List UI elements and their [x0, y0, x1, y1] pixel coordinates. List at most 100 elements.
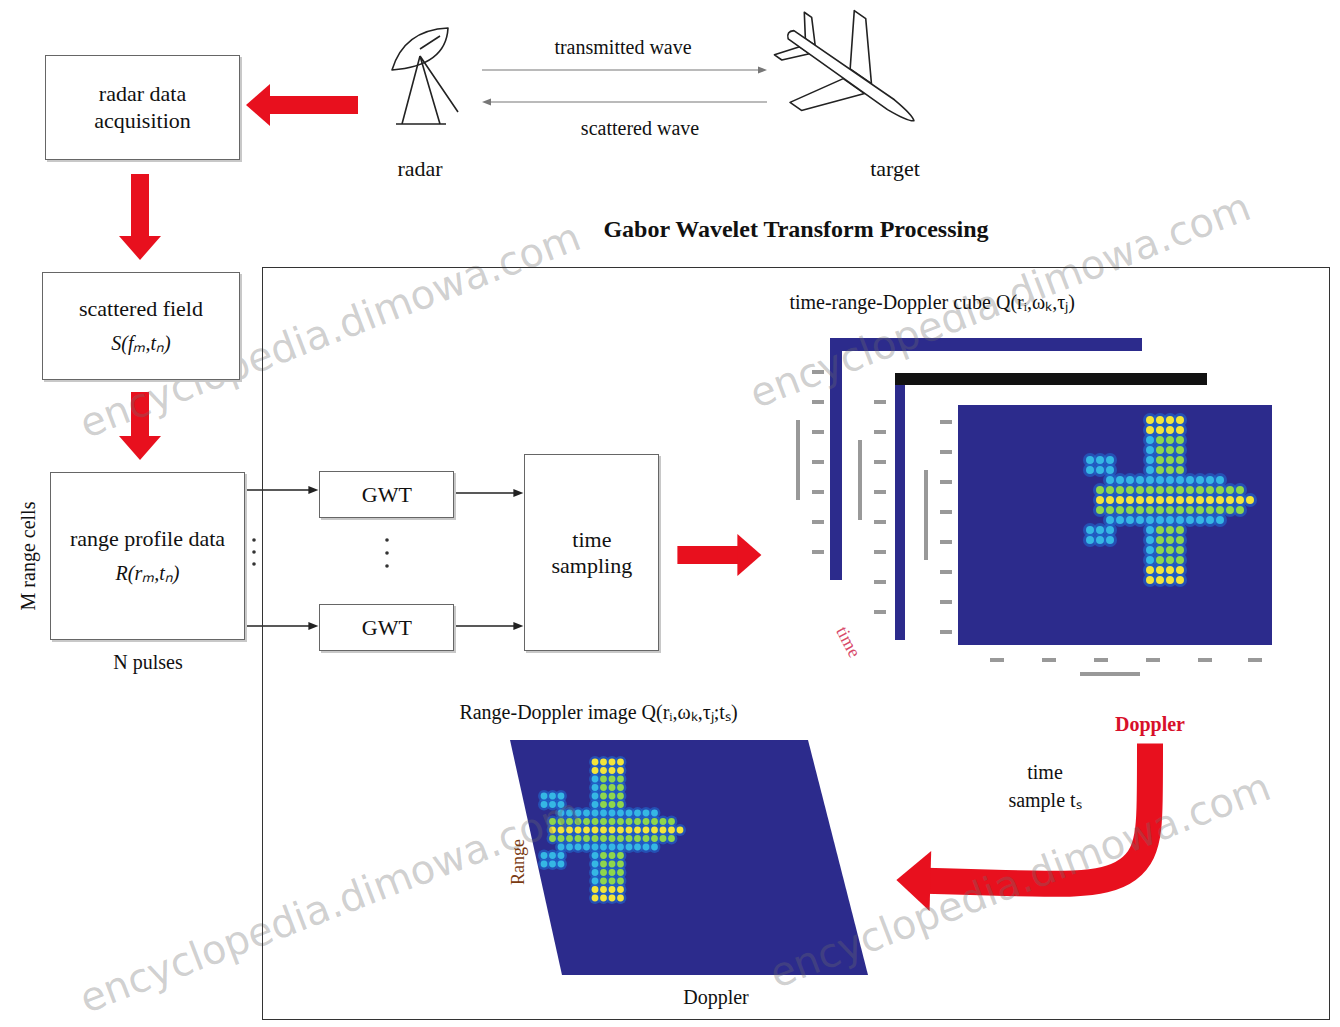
tick-mark — [1248, 658, 1262, 662]
image-dot — [617, 827, 624, 834]
image-dot — [1196, 516, 1204, 524]
image-dot — [1146, 486, 1154, 494]
image-dot — [549, 852, 556, 859]
image-dot — [1206, 496, 1214, 504]
box-label: GWT — [362, 615, 412, 641]
image-dot — [1086, 526, 1094, 534]
image-dot — [1206, 516, 1214, 524]
image-dot — [1096, 526, 1104, 534]
image-glow — [649, 841, 661, 853]
image-dot — [609, 793, 616, 800]
image-dot — [1176, 416, 1184, 424]
image-dot — [617, 784, 624, 791]
connector — [482, 67, 767, 74]
image-dot — [592, 835, 599, 842]
image-dot — [1156, 516, 1164, 524]
image-dot — [1126, 476, 1134, 484]
tick-mark — [1094, 658, 1108, 662]
image-dot — [617, 776, 624, 783]
image-dot — [1166, 506, 1174, 514]
image-dot — [1176, 536, 1184, 544]
image-dot — [626, 827, 633, 834]
image-dot — [1186, 496, 1194, 504]
formula-text: R(rₘ,tₙ) — [116, 559, 180, 586]
image-dot — [1166, 496, 1174, 504]
image-dot — [1136, 506, 1144, 514]
image-dot — [1146, 436, 1154, 444]
image-dot — [617, 793, 624, 800]
image-dot — [668, 835, 675, 842]
connector-line — [677, 546, 741, 564]
box-label: radar data acquisition — [56, 81, 229, 134]
axis-title-bar — [796, 420, 800, 500]
image-dot — [592, 886, 599, 893]
image-dot — [1096, 486, 1104, 494]
image-dot — [1166, 576, 1174, 584]
image-dot — [583, 835, 590, 842]
image-dot — [1176, 546, 1184, 554]
image-dot — [1176, 436, 1184, 444]
image-dot — [1096, 506, 1104, 514]
image-dot — [541, 861, 548, 868]
image-dot — [1146, 466, 1154, 474]
image-dot — [592, 844, 599, 851]
dot — [385, 564, 389, 568]
connector — [245, 622, 318, 630]
image-dot — [592, 895, 599, 902]
tick-mark — [990, 658, 1004, 662]
image-dot — [600, 784, 607, 791]
image-dot — [609, 784, 616, 791]
image-dot — [1186, 486, 1194, 494]
image-dot — [1166, 516, 1174, 524]
connector — [245, 486, 318, 494]
image-dot — [1206, 476, 1214, 484]
image-glow — [615, 892, 627, 904]
figure-panel: time-range-Doppler cube Q(rᵢ,ωₖ,τⱼ) — [779, 284, 1294, 741]
image-dot — [1156, 526, 1164, 534]
tick-mark — [874, 400, 886, 404]
image-dot — [1196, 476, 1204, 484]
process-box: range profile dataR(rₘ,tₙ) — [50, 472, 245, 640]
tick-mark — [940, 480, 952, 484]
arrowhead — [513, 622, 523, 630]
box-label: time sampling — [535, 527, 648, 580]
icon-node: radar — [372, 18, 468, 186]
connector — [482, 99, 767, 106]
arrowhead — [246, 84, 270, 126]
icon-caption: target — [870, 156, 920, 182]
image-dot — [1096, 456, 1104, 464]
radar-feed — [420, 36, 440, 49]
image-dot — [1126, 516, 1134, 524]
image-dot — [592, 759, 599, 766]
image-dot — [583, 844, 590, 851]
image-dot — [1176, 576, 1184, 584]
image-dot — [592, 861, 599, 868]
image-dot — [1156, 546, 1164, 554]
image-dot — [1176, 486, 1184, 494]
process-box: GWT — [319, 604, 454, 651]
image-dot — [600, 861, 607, 868]
image-dot — [1176, 426, 1184, 434]
image-layer — [958, 405, 1272, 645]
tick-mark — [940, 510, 952, 514]
image-dot — [651, 827, 658, 834]
image-dot — [1176, 506, 1184, 514]
dot — [252, 550, 256, 554]
tick-mark — [874, 580, 886, 584]
image-dot — [643, 818, 650, 825]
figure-title: time-range-Doppler cube Q(rᵢ,ωₖ,τⱼ) — [789, 288, 1074, 315]
image-dot — [549, 861, 556, 868]
box-label: GWT — [362, 482, 412, 508]
image-dot — [1196, 496, 1204, 504]
axis-ticks — [858, 400, 886, 614]
connector-line — [454, 625, 515, 626]
image-dot — [1106, 506, 1114, 514]
image-dot — [1156, 486, 1164, 494]
image-dot — [1186, 476, 1194, 484]
radar-icon — [392, 28, 458, 124]
image-dot — [1116, 486, 1124, 494]
dot — [252, 538, 256, 542]
formula-text: S(fₘ,tₙ) — [111, 329, 170, 356]
icon-caption: radar — [397, 156, 442, 182]
